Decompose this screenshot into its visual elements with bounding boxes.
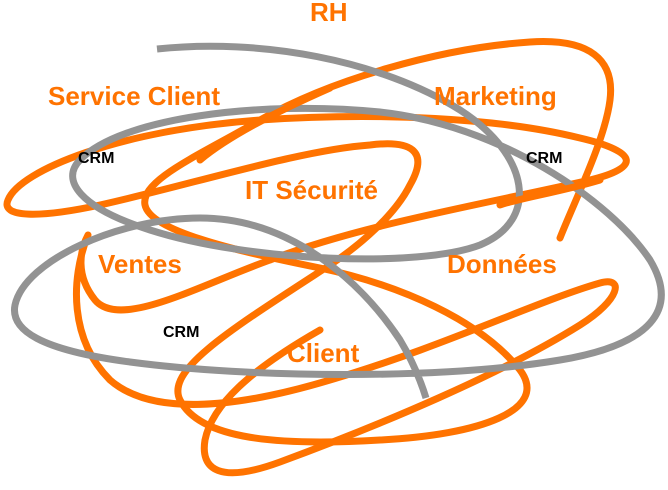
gray-stroke (10, 42, 665, 400)
label-rh: RH (310, 0, 348, 27)
label-it-securite: IT Sécurité (245, 175, 378, 205)
label-service-client: Service Client (48, 81, 220, 111)
label-crm-bottom: CRM (163, 324, 199, 341)
label-client: Client (287, 338, 360, 368)
gray-scribble (10, 42, 665, 400)
orange-stroke-overlay-right (496, 176, 604, 209)
orange-stroke-lower-loop (72, 231, 619, 477)
label-marketing: Marketing (434, 81, 557, 111)
orange-overlay (196, 84, 604, 209)
label-donnees: Données (447, 249, 557, 279)
label-crm-left: CRM (78, 150, 114, 167)
orange-stroke-overlay-diagonal (196, 84, 334, 164)
label-crm-right: CRM (526, 150, 562, 167)
label-ventes: Ventes (98, 249, 182, 279)
